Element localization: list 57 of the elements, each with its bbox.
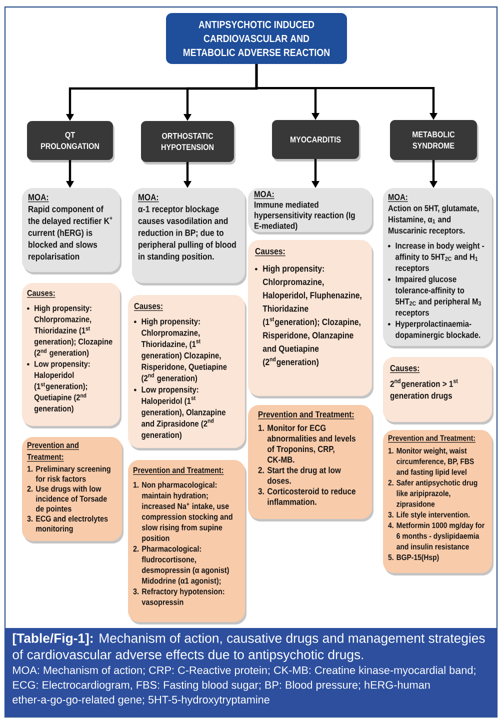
category-box xyxy=(272,120,360,162)
list-item: 1. Monitor for ECG abnormalities and levels of Troponins, CRP, CK-MB. xyxy=(258,424,356,463)
causes-box xyxy=(248,240,374,398)
list-item: High propensity: Chlorpromazine, Thioridazine (1$^{st}$ generation); Clozapine (2$^{nd}$ generation) xyxy=(34,304,112,358)
causes-box xyxy=(22,283,122,428)
list-item: 3. Corticosteroid to reduce inflammation. xyxy=(258,488,356,505)
box-heading: Causes: xyxy=(27,290,55,296)
box-heading: MOA: xyxy=(254,191,274,198)
mechanism-box xyxy=(132,188,246,286)
box-heading: Causes: xyxy=(255,248,285,254)
list-item: High propensity: Chlorpromazine, Thioridazine, (1$^{st}$ generation) Clozapine, Risperidone, Quetiapine (2$^{nd}$ generation) xyxy=(141,318,227,383)
box-heading: MOA: xyxy=(28,194,48,200)
mechanism-box xyxy=(383,188,494,348)
list-item: 1. Non pharmacological: maintain hydration; increased Na$^{+}$ intake, use compression stocking and slow rising from supine position xyxy=(133,482,232,543)
list-item: Hyperprolactinaemia-dopaminergic blockade. xyxy=(396,320,480,340)
treatment-box xyxy=(248,405,374,522)
list-item: Increase in body weight - affinity to 5HT$_{2C}$ and H$_{1}$ receptors xyxy=(396,242,484,273)
causes-box xyxy=(128,295,246,450)
title-text: ANTIPSYCHOTIC INDUCED CARDIOVASCULAR AND METABOLIC ADVERSE REACTION xyxy=(184,20,330,56)
treatment-box xyxy=(128,460,246,624)
category-label: ORTHOSTATIC HYPOTENSION xyxy=(161,132,214,150)
box-text: 2$^{nd}$generation > 1$^{st}$ generation drugs xyxy=(390,378,458,400)
category-label: MYOCARDITIS xyxy=(290,136,341,142)
list-item: 2. Pharmacological: fludrocortisone, desmopressin (α agonist) Midodrine (α1 agonist); xyxy=(133,546,229,586)
treatment-box xyxy=(22,437,124,544)
mechanism-box xyxy=(248,188,374,234)
list-item: Low propensity: Haloperidol (1$^{st}$ generation), Olanzapine and Ziprasidone (2$^{nd}$ generation) xyxy=(142,386,226,440)
mechanism-box xyxy=(22,188,122,274)
causes-box xyxy=(383,357,494,424)
category-box xyxy=(390,120,478,162)
list-item: High propensity: Chlorpromazine, Haloperidol, Fluphenazine, Thioridazine (1$^{st}$generation); Clozapine, Risperidone, Olanzapine and Quetiapine (2$^{nd}$generation) xyxy=(262,265,362,367)
abbreviation-note: MOA: Mechanism of action; CRP: C-Reactive protein; CK-MB: Creatine kinase-myocardial band; ECG: Electrocardiogram, FBS: Fasting blood sugar; BP: Blood pressure; hERG-human ether-a-go-go-related gene; 5HT-5-hydroxytryptamine xyxy=(12,666,476,706)
list-item: 3. Refractory hypotension: vasopressin xyxy=(133,588,224,607)
category-label: METABOLIC SYNDROME xyxy=(412,131,455,149)
list-item: 2. Start the drug at low doses. xyxy=(258,466,341,484)
box-heading: Prevention and Treatment: xyxy=(258,411,354,418)
caption-text: [Table/Fig-1]: Mechanism of action, causative drugs and management strategies of cardiovascular adverse effects due to antipsychotic drugs. xyxy=(12,633,485,662)
box-heading: Causes: xyxy=(390,365,419,372)
list-item: 3. ECG and electrolytes monitoring xyxy=(27,516,108,534)
box-text: Action on 5HT, glutamate, Histamine, α$_{1}$ and Muscarinic receptors. xyxy=(388,204,479,236)
list-item: 1. Preliminary screening for risk factors xyxy=(27,466,110,482)
list-item: Impaired glucose tolerance-affinity to 5HT$_{2C}$ and peripheral M$_{3}$ receptors xyxy=(395,276,481,318)
box-heading: Prevention and Treatment: xyxy=(26,442,78,462)
list-item: Low propensity: Haloperidol (1$^{st}$generation); Quetiapine (2$^{nd}$ generation) xyxy=(34,360,90,414)
box-heading: Causes: xyxy=(134,303,162,310)
box-text: Immune mediated hypersensitivity reaction (Ig E-mediated) xyxy=(254,201,355,231)
category-box xyxy=(27,121,114,162)
treatment-box xyxy=(383,430,494,576)
box-heading: Prevention and Treatment: xyxy=(133,467,224,474)
box-text: α-1 receptor blockage causes vasodilation and reduction in BP; due to peripheral pulling of blood in standing position. xyxy=(138,206,236,262)
box-heading: MOA: xyxy=(138,194,158,200)
list-item: 2. Use drugs with low incidence of Torsade de pointes xyxy=(27,486,107,514)
category-label: QT PROLONGATION xyxy=(41,132,99,150)
title-box xyxy=(166,13,347,64)
category-box xyxy=(141,121,236,164)
box-heading: MOA: xyxy=(388,194,408,200)
box-text: Rapid component of the delayed rectifier K$^{+}$ current (hERG) is blocked and slows repolarisation xyxy=(28,206,112,262)
